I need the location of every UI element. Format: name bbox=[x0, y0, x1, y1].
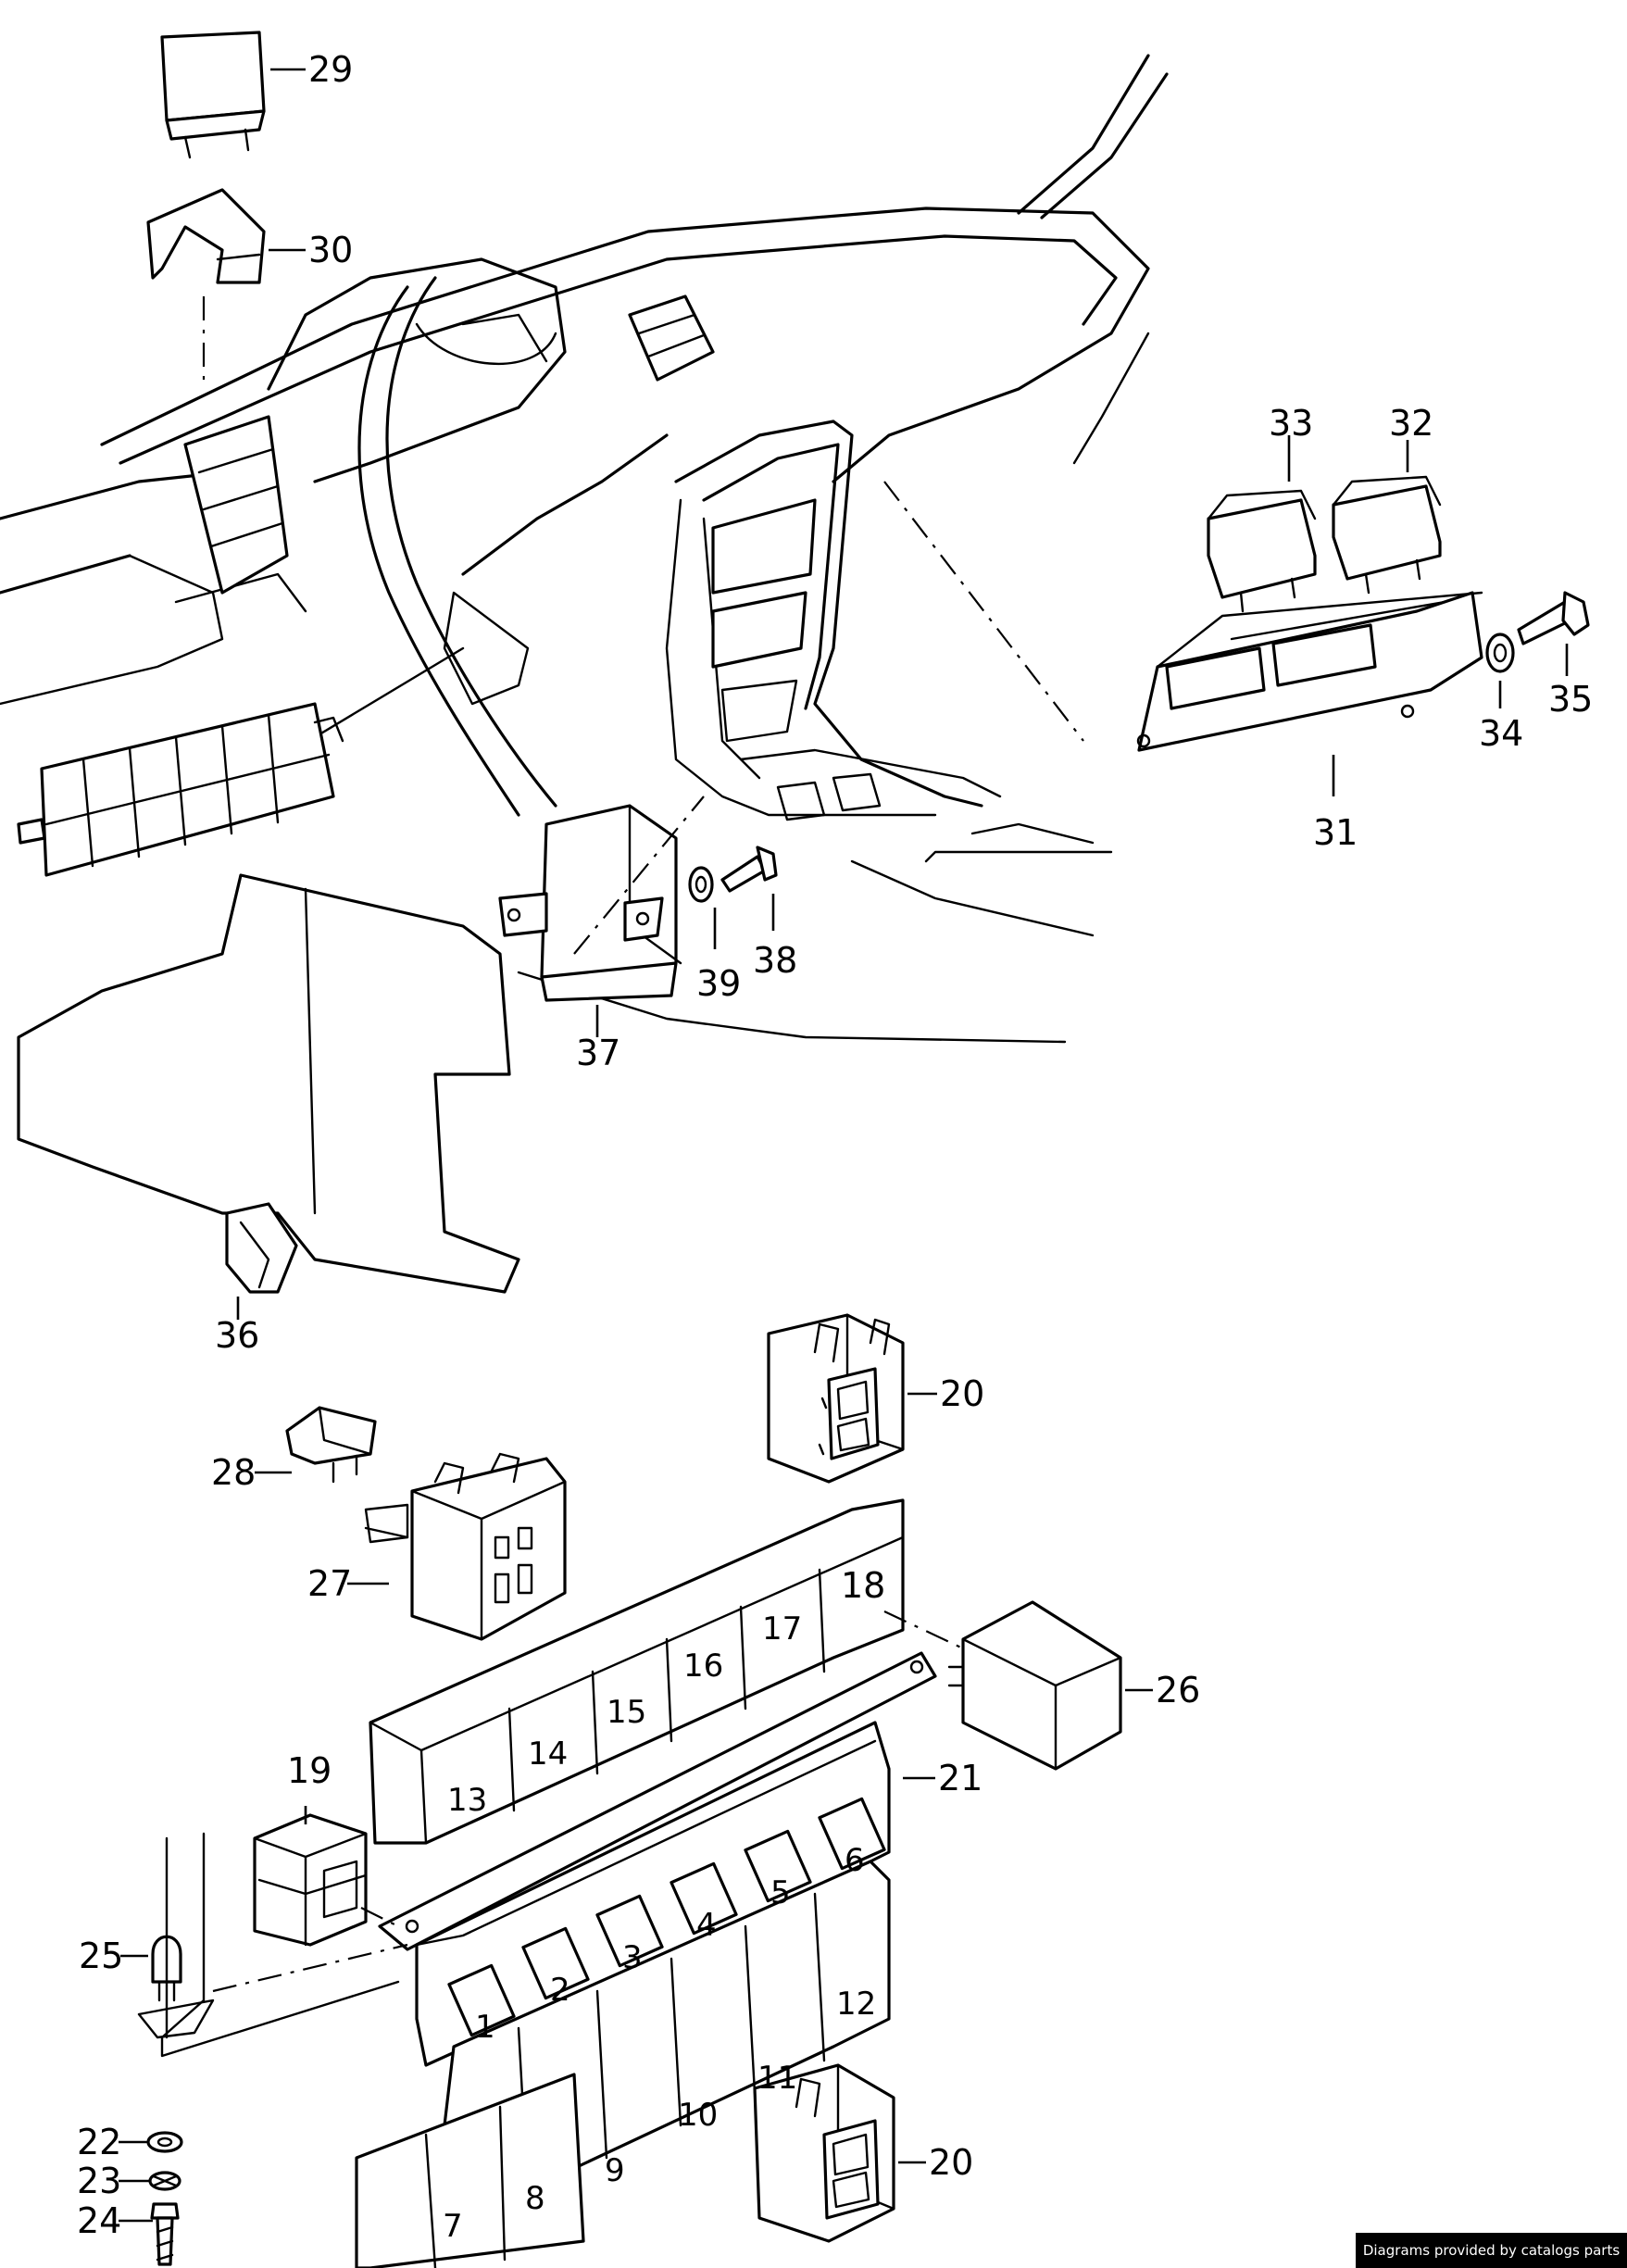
callout-20-top: 20 bbox=[940, 1373, 984, 1414]
callout-37: 37 bbox=[576, 1033, 620, 1073]
slot-label-8: 8 bbox=[525, 2180, 545, 2217]
relay-26 bbox=[947, 1600, 1153, 1771]
relay-plate-21 bbox=[355, 1498, 937, 2268]
callout-35: 35 bbox=[1548, 679, 1593, 720]
relay-socket-19 bbox=[253, 1806, 368, 1947]
clip-36 bbox=[225, 1202, 298, 1320]
slot-label-9: 9 bbox=[605, 2152, 625, 2189]
relay-37 bbox=[498, 804, 682, 1037]
slot-label-12: 12 bbox=[836, 1986, 876, 2023]
slot-label-14: 14 bbox=[528, 1735, 568, 1773]
callout-32: 32 bbox=[1389, 403, 1433, 444]
washer-34 bbox=[1485, 633, 1515, 708]
callout-26: 26 bbox=[1156, 1670, 1200, 1710]
callout-23: 23 bbox=[77, 2161, 121, 2201]
relay-32 bbox=[1332, 440, 1442, 595]
callout-27: 27 bbox=[307, 1563, 352, 1604]
slot-label-5: 5 bbox=[770, 1874, 791, 1911]
callout-28: 28 bbox=[211, 1452, 256, 1493]
slot-label-15: 15 bbox=[607, 1694, 646, 1731]
washer-23 bbox=[119, 2171, 181, 2191]
slot-label-1: 1 bbox=[475, 2009, 495, 2046]
slot-label-7: 7 bbox=[443, 2208, 463, 2245]
lamp-25 bbox=[120, 1935, 215, 2039]
washer-39 bbox=[688, 866, 717, 949]
bolt-38 bbox=[720, 846, 778, 931]
callout-21: 21 bbox=[938, 1758, 982, 1798]
callout-22: 22 bbox=[77, 2122, 121, 2162]
relay-socket-27 bbox=[347, 1452, 567, 1641]
slot-label-13: 13 bbox=[447, 1782, 487, 1819]
slot-label-16: 16 bbox=[683, 1648, 723, 1685]
callout-33: 33 bbox=[1269, 403, 1313, 444]
callout-31: 31 bbox=[1313, 812, 1358, 853]
screw-24 bbox=[119, 2202, 180, 2266]
relay-33 bbox=[1207, 435, 1317, 613]
callout-labels: 29 30 33 32 35 34 31 39 38 37 36 20 28 2… bbox=[77, 49, 1593, 2241]
slot-label-4: 4 bbox=[696, 1907, 717, 1944]
slot-label-17: 17 bbox=[762, 1610, 802, 1648]
fuse-28 bbox=[255, 1406, 377, 1484]
callout-19: 19 bbox=[287, 1750, 332, 1791]
slot-label-11: 11 bbox=[757, 2060, 797, 2097]
screw-35 bbox=[1517, 591, 1590, 676]
slot-label-2: 2 bbox=[550, 1972, 570, 2009]
callout-30: 30 bbox=[308, 230, 353, 270]
slot-labels: 1 2 3 4 5 6 7 8 9 10 11 12 13 14 15 16 1… bbox=[443, 1610, 876, 2245]
relay-socket-20-top bbox=[767, 1313, 937, 1484]
slot-label-3: 3 bbox=[622, 1939, 643, 1976]
callout-18: 18 bbox=[841, 1565, 885, 1606]
slot-label-10: 10 bbox=[678, 2097, 718, 2134]
callout-25: 25 bbox=[79, 1936, 123, 1976]
relay-base-31 bbox=[1136, 591, 1483, 796]
relay-29 bbox=[160, 31, 306, 159]
callout-24: 24 bbox=[77, 2200, 121, 2241]
callout-38: 38 bbox=[753, 940, 797, 981]
callout-29: 29 bbox=[308, 49, 353, 90]
callout-34: 34 bbox=[1479, 713, 1523, 754]
relay-socket-20-bottom bbox=[753, 2063, 926, 2243]
callout-36: 36 bbox=[215, 1315, 259, 1356]
callout-20-bottom: 20 bbox=[929, 2142, 973, 2183]
slot-label-6: 6 bbox=[845, 1842, 865, 1879]
credit-banner: Diagrams provided by catalogs parts bbox=[1356, 2233, 1627, 2268]
callout-39: 39 bbox=[696, 963, 741, 1004]
washer-22 bbox=[119, 2131, 183, 2153]
dashboard-outline bbox=[0, 54, 1169, 1294]
relay-bracket-30 bbox=[146, 188, 306, 284]
